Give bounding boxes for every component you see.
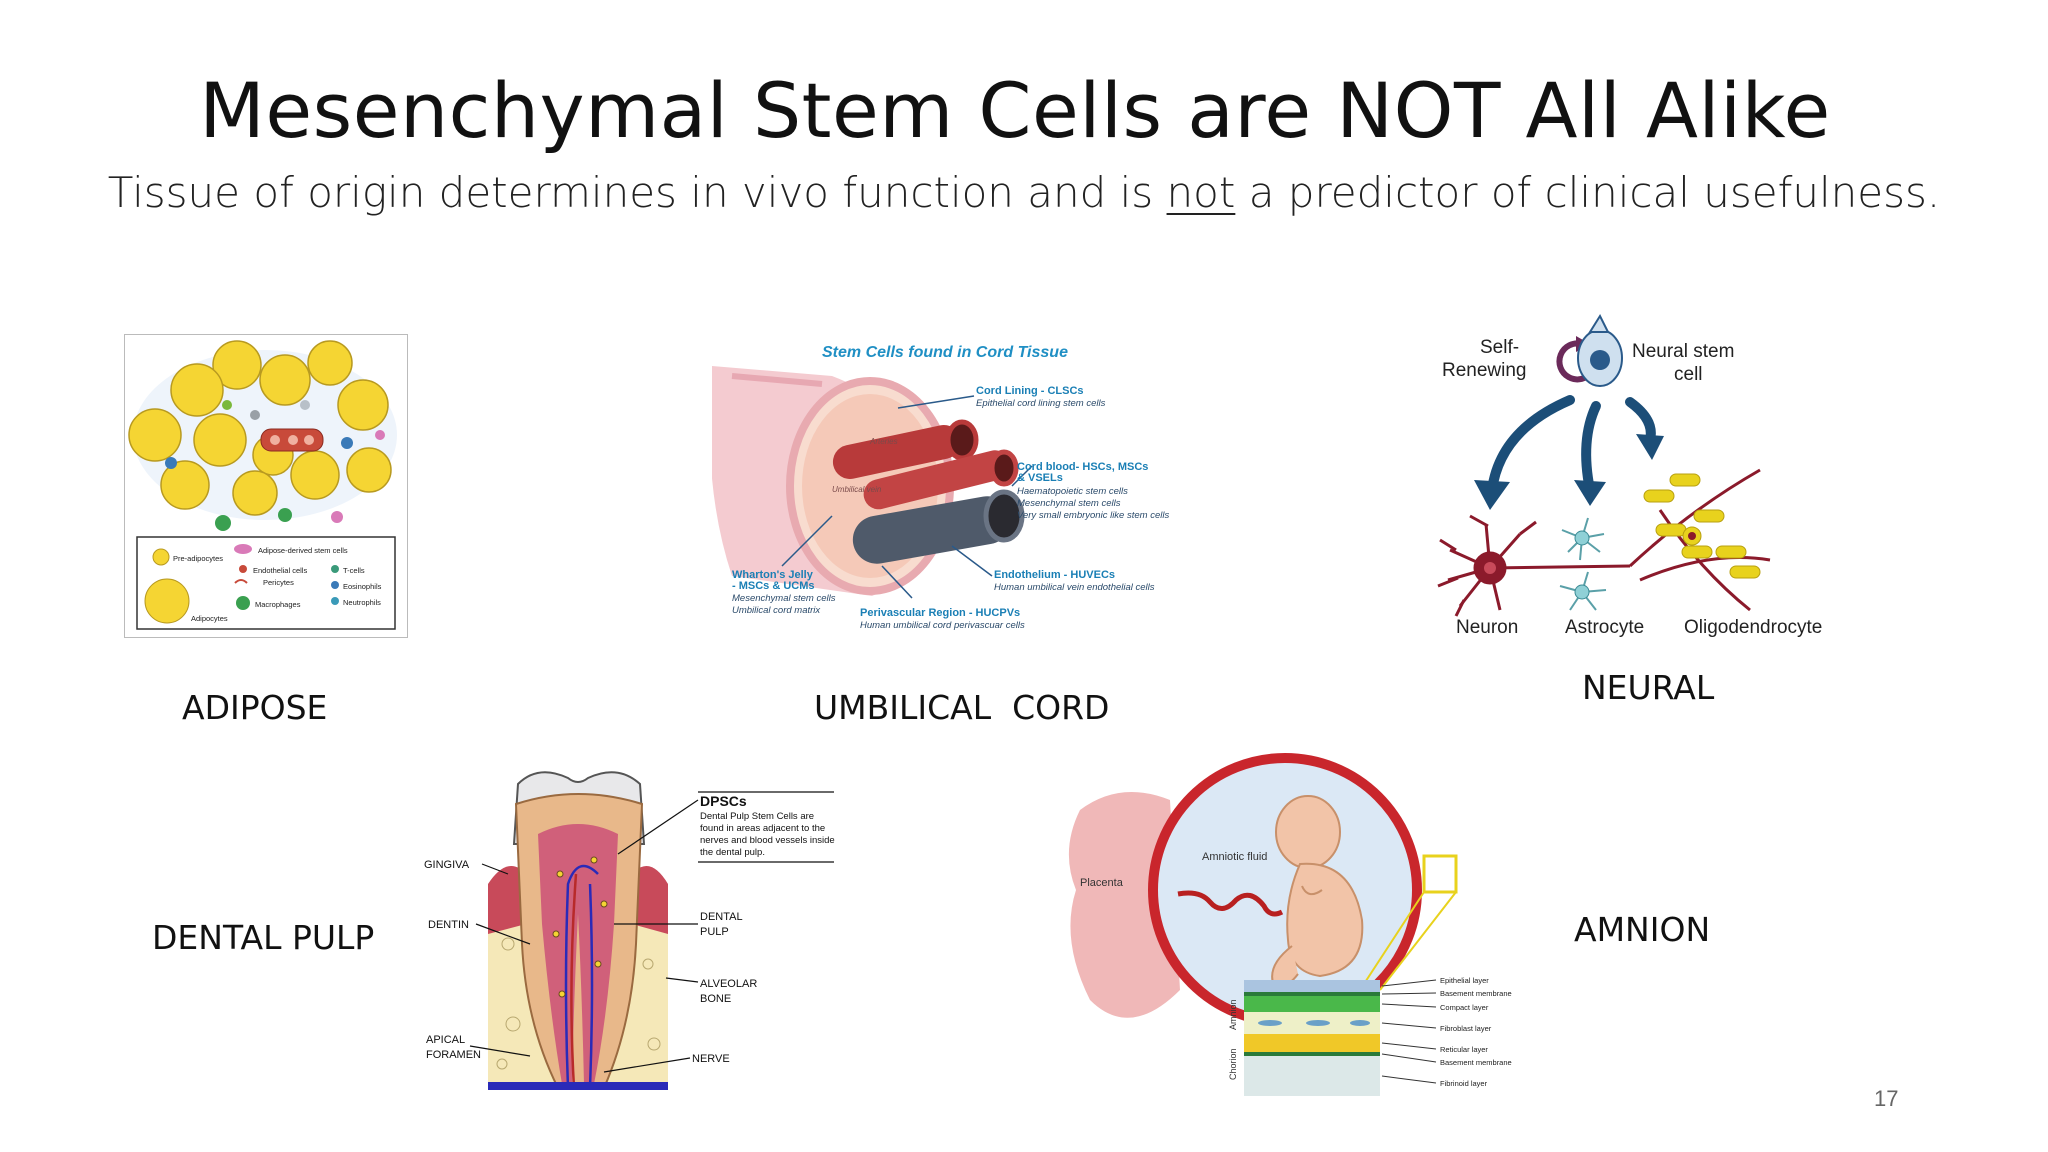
legend-neutrophils: Neutrophils (343, 598, 381, 607)
slide-title: Mesenchymal Stem Cells are NOT All Alike (199, 66, 1831, 155)
label-pulp: PULP (700, 926, 729, 938)
dpscs-title: DPSCs (700, 793, 747, 809)
label-self: Self- (1480, 337, 1519, 358)
label-renewing: Renewing (1442, 360, 1527, 381)
legend-macrophages: Macrophages (255, 600, 301, 609)
astrocyte-icon (1559, 517, 1607, 611)
endothelium-sub: Human umbilical vein endothelial cells (994, 582, 1155, 593)
legend-pre-adipocytes: Pre-adipocytes (173, 554, 223, 563)
cord-blood-sub-3: Very small embryonic like stem cells (1017, 510, 1169, 521)
legend-adipocytes: Adipocytes (191, 614, 228, 623)
label-foramen: FORAMEN (426, 1049, 481, 1061)
label-alveolar: ALVEOLAR (700, 978, 757, 990)
label-amniotic-fluid: Amniotic fluid (1202, 851, 1267, 863)
adipose-figure: Pre-adipocytes Adipose-derived stem cell… (124, 334, 408, 638)
wharton-title-2: - MSCs & UCMs (732, 580, 815, 592)
caption-dental-pulp: DENTAL PULP (152, 918, 375, 957)
caption-neural: NEURAL (1582, 668, 1715, 707)
label-cell: cell (1674, 364, 1703, 385)
caption-amnion: AMNION (1574, 910, 1711, 949)
oligodendrocyte-icon (1628, 468, 1771, 612)
wharton-sub-2: Umbilical cord matrix (732, 605, 821, 616)
cord-lining-sub: Epithelial cord lining stem cells (976, 398, 1106, 409)
cord-lining-title: Cord Lining - CLSCs (976, 385, 1084, 397)
wharton-title-1: Wharton's Jelly (732, 569, 814, 581)
subtitle-after: a predictor of clinical usefulness. (1235, 168, 1941, 217)
umbilical-cord-figure: Stem Cells found in Cord Tissue Arteries… (712, 336, 1192, 636)
page-number: 17 (1874, 1086, 1899, 1111)
dpscs-desc-2: found in areas adjacent to the (700, 823, 825, 834)
legend-pericytes: Pericytes (263, 578, 294, 587)
layer-label-1: Basement membrane (1440, 989, 1512, 998)
label-neural-stem: Neural stem (1632, 341, 1734, 362)
neural-illustration: Self- Renewing Neural stem cell (1437, 313, 1822, 638)
amnion-illustration: Placenta Amniotic fluid (1068, 753, 1512, 1096)
label-arteries: Arteries (869, 437, 898, 446)
label-gingiva: GINGIVA (424, 859, 470, 871)
legend-endothelial: Endothelial cells (253, 566, 307, 575)
tooth-illustration: DPSCs Dental Pulp Stem Cells are found i… (424, 771, 835, 1090)
dpscs-desc-3: nerves and blood vessels inside (700, 835, 835, 846)
label-chorion-side: Chorion (1228, 1048, 1238, 1080)
caption-umbilical-cord: UMBILICAL CORD (814, 688, 1110, 727)
legend-eosinophils: Eosinophils (343, 582, 382, 591)
fetus-icon (1271, 795, 1364, 988)
cord-blood-sub-2: Mesenchymal stem cells (1017, 498, 1121, 509)
adipose-illustration: Pre-adipocytes Adipose-derived stem cell… (128, 340, 397, 630)
label-apical: APICAL (426, 1034, 465, 1046)
dental-pulp-figure: DPSCs Dental Pulp Stem Cells are found i… (418, 764, 848, 1098)
label-nerve: NERVE (692, 1053, 730, 1065)
dpscs-desc-4: the dental pulp. (700, 847, 765, 858)
label-neuron: Neuron (1456, 617, 1518, 638)
label-oligodendrocyte: Oligodendrocyte (1684, 617, 1822, 638)
layer-label-6: Fibrinoid layer (1440, 1079, 1488, 1088)
label-dental: DENTAL (700, 911, 743, 923)
umbilical-cord-illustration: Stem Cells found in Cord Tissue Arteries… (712, 344, 1169, 631)
self-renew-arrow-icon (1556, 340, 1595, 383)
label-amnion-side: Amnion (1228, 999, 1238, 1030)
label-bone: BONE (700, 993, 731, 1005)
subtitle-underlined-word: not (1166, 168, 1236, 217)
legend-adipose-derived: Adipose-derived stem cells (258, 546, 348, 555)
layer-label-3: Fibroblast layer (1440, 1024, 1492, 1033)
label-astrocyte: Astrocyte (1565, 617, 1644, 638)
label-umbilical-vein: Umbilical vein (832, 485, 882, 494)
caption-adipose: ADIPOSE (182, 688, 328, 727)
label-placenta: Placenta (1080, 877, 1124, 889)
slide-subtitle: Tissue of origin determines in vivo func… (0, 168, 2048, 217)
layer-label-2: Compact layer (1440, 1003, 1489, 1012)
subtitle-before: Tissue of origin determines in vivo func… (107, 168, 1167, 217)
layer-label-0: Epithelial layer (1440, 976, 1489, 985)
cord-blood-sub-1: Haematopoietic stem cells (1017, 486, 1128, 497)
legend-t-cells: T-cells (343, 566, 365, 575)
cord-blood-title-2: & VSELs (1017, 472, 1063, 484)
perivascular-sub: Human umbilical cord perivascuar cells (860, 620, 1025, 631)
label-dentin: DENTIN (428, 919, 469, 931)
dpscs-desc-1: Dental Pulp Stem Cells are (700, 811, 814, 822)
cord-blood-title-1: Cord blood- HSCs, MSCs (1017, 461, 1148, 473)
perivascular-title: Perivascular Region - HUCPVs (860, 607, 1020, 619)
neuron-icon (1437, 514, 1631, 617)
amnion-figure: Placenta Amniotic fluid (1060, 740, 1540, 1110)
wharton-sub-1: Mesenchymal stem cells (732, 593, 836, 604)
endothelium-title: Endothelium - HUVECs (994, 569, 1115, 581)
layer-label-5: Basement membrane (1440, 1058, 1512, 1067)
neural-figure: Self- Renewing Neural stem cell (1430, 310, 1850, 650)
cord-heading: Stem Cells found in Cord Tissue (822, 344, 1068, 361)
layer-label-4: Reticular layer (1440, 1045, 1488, 1054)
